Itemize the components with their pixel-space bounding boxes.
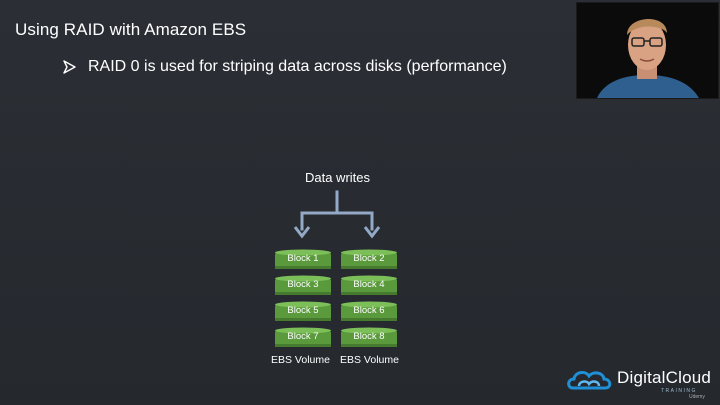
slide-title: Using RAID with Amazon EBS: [15, 20, 247, 39]
disk-block: Block 6: [341, 301, 397, 322]
disk-block: Block 4: [341, 275, 397, 296]
ebs-volume-1: Block 1 Block 3 Block 5 Block 7: [275, 249, 331, 353]
udemy-watermark: Udemy: [689, 394, 705, 400]
disk-block: Block 5: [275, 301, 331, 322]
disk-block: Block 8: [341, 327, 397, 348]
presenter-webcam: [576, 2, 719, 99]
block-label: Block 5: [287, 305, 319, 316]
block-label: Block 8: [353, 331, 385, 342]
logo-name: DigitalCloud: [617, 368, 712, 387]
block-label: Block 2: [353, 253, 385, 264]
arrow-bullet-icon: [63, 60, 76, 74]
block-label: Block 1: [287, 253, 319, 264]
block-label: Block 4: [353, 279, 385, 290]
disk-block: Block 2: [341, 249, 397, 270]
raid0-diagram: Data writes Block 1 Block 3: [260, 165, 420, 375]
bullet-point: RAID 0 is used for striping data across …: [62, 58, 507, 76]
presenter-image: [577, 3, 718, 98]
ebs-volume-2: Block 2 Block 4 Block 6 Block 8: [341, 249, 397, 353]
cloud-logo-icon: [567, 370, 612, 390]
data-writes-label: Data writes: [304, 170, 371, 185]
split-arrow-icon: [293, 190, 381, 239]
block-label: Block 3: [287, 279, 319, 290]
ebs-volume-label: EBS Volume: [271, 354, 330, 366]
digitalcloud-logo: DigitalCloud TRAINING Udemy: [565, 364, 715, 400]
disk-block: Block 1: [275, 249, 331, 270]
disk-block: Block 3: [275, 275, 331, 296]
block-label: Block 7: [287, 331, 319, 342]
logo-subtitle: TRAINING: [661, 388, 697, 394]
block-label: Block 6: [353, 305, 385, 316]
disk-block: Block 7: [275, 327, 331, 348]
bullet-text: RAID 0 is used for striping data across …: [88, 58, 507, 75]
ebs-volume-label: EBS Volume: [340, 354, 399, 366]
